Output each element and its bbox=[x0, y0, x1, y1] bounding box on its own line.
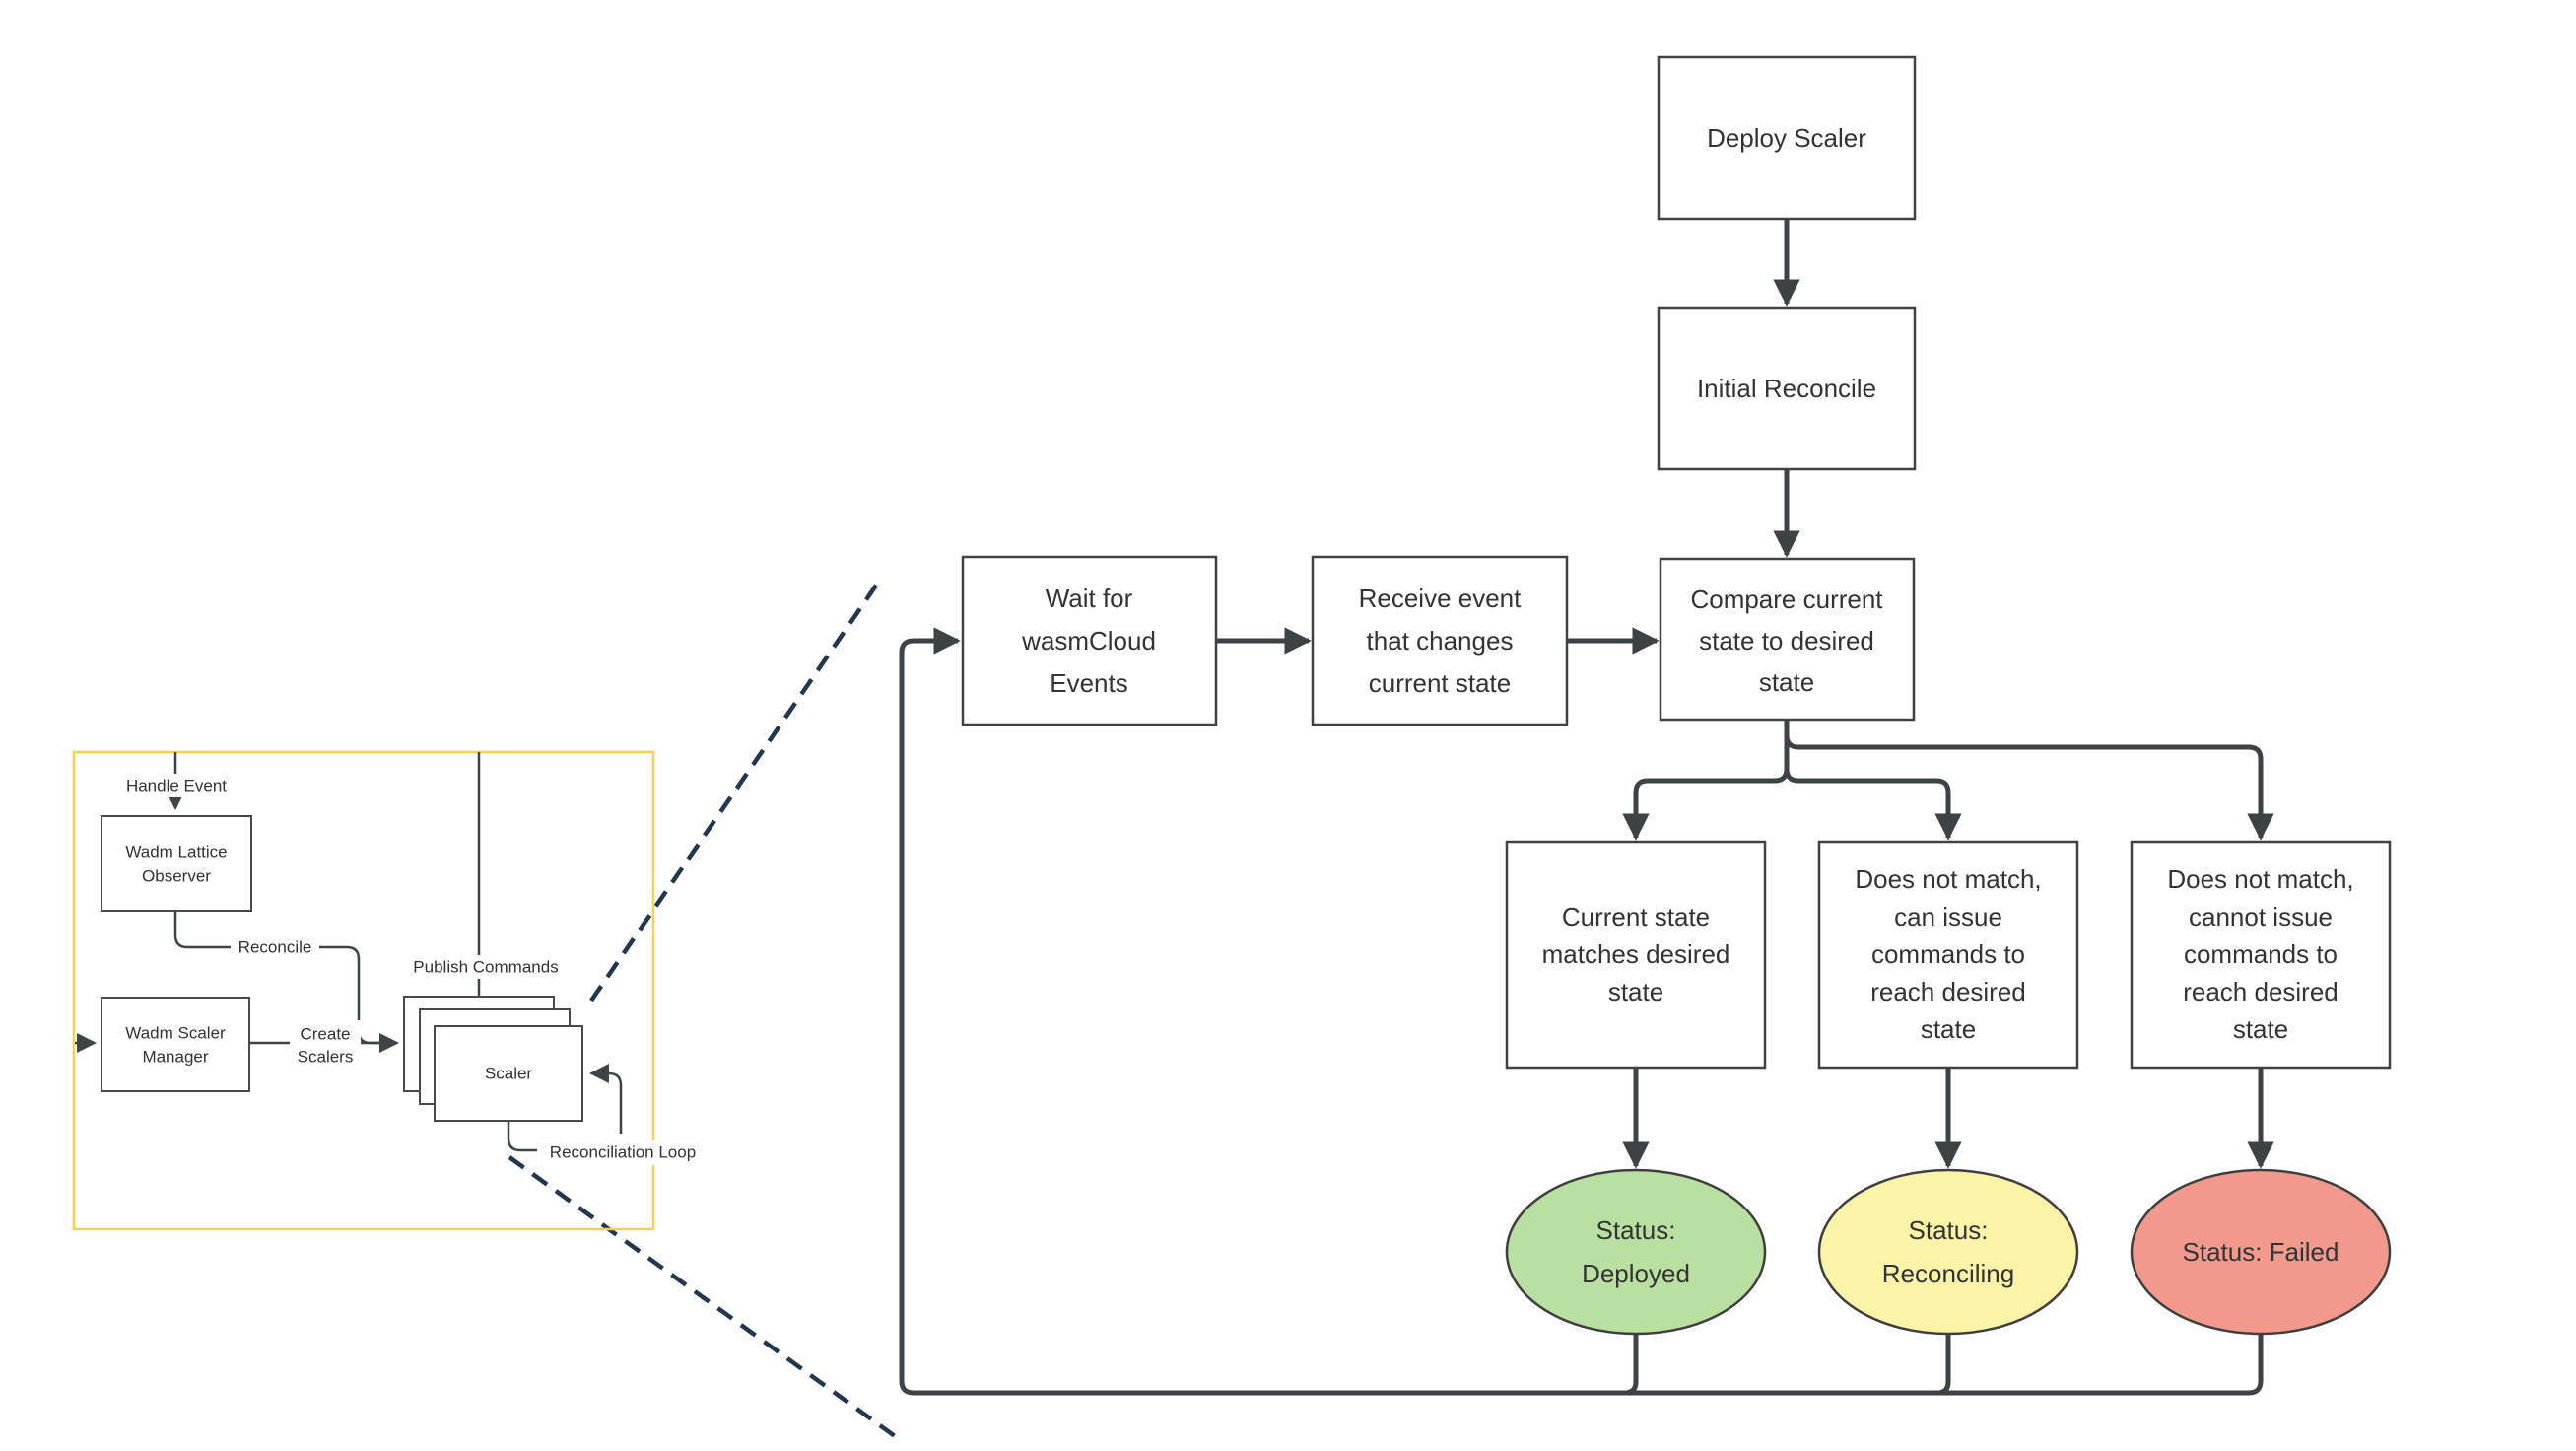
edge-reconciling-drop bbox=[1937, 1334, 1951, 1396]
callout-dashed-line-top bbox=[589, 578, 882, 1002]
compare-label-line1: Compare current bbox=[1690, 585, 1883, 614]
node-wadm-scaler-manager: Wadm Scaler Manager bbox=[101, 997, 250, 1092]
status-reconciling-line2: Reconciling bbox=[1882, 1259, 2014, 1288]
can-issue-label-line5: state bbox=[1921, 1014, 1976, 1044]
node-state-matches: Current state matches desired state bbox=[1505, 840, 1767, 1070]
matches-label-line2: matches desired bbox=[1542, 939, 1730, 969]
status-deployed-line1: Status: bbox=[1596, 1215, 1676, 1245]
edge-branch-right bbox=[1784, 734, 2274, 841]
node-compare-state: Compare current state to desired state bbox=[1659, 557, 1916, 722]
edge-branch-left bbox=[1622, 768, 1790, 841]
compare-label-line2: state to desired bbox=[1699, 626, 1874, 656]
wait-label-line2: wasmCloud bbox=[1021, 626, 1156, 656]
status-failed-label: Status: Failed bbox=[2183, 1237, 2339, 1267]
edge-loop-return bbox=[899, 627, 2264, 1396]
node-wadm-lattice-observer: Wadm Lattice Observer bbox=[101, 815, 252, 912]
node-receive-event: Receive event that changes current state bbox=[1311, 555, 1569, 726]
reconcile-label: Reconcile bbox=[238, 938, 312, 957]
receive-label-line2: that changes bbox=[1367, 626, 1514, 656]
scaler-label: Scaler bbox=[485, 1065, 533, 1083]
node-can-issue-commands: Does not match, can issue commands to re… bbox=[1817, 840, 2079, 1070]
mini-diagram-frame bbox=[72, 750, 655, 1231]
can-issue-label-line3: commands to bbox=[1871, 939, 2025, 969]
wait-label-line1: Wait for bbox=[1046, 584, 1133, 613]
reconciliation-loop-label: Reconciliation Loop bbox=[550, 1143, 696, 1162]
matches-label-line3: state bbox=[1608, 977, 1663, 1006]
node-initial-reconcile: Initial Reconcile bbox=[1657, 306, 1917, 471]
status-ellipse-deployed: Status: Deployed bbox=[1505, 1168, 1767, 1336]
edge-reconcile bbox=[173, 911, 382, 1045]
callout-dashed-line-bottom bbox=[508, 1155, 897, 1438]
can-issue-label-line4: reach desired bbox=[1870, 977, 2026, 1006]
edge-branch-middle bbox=[1784, 768, 1962, 841]
node-cannot-issue-commands: Does not match, cannot issue commands to… bbox=[2130, 840, 2392, 1070]
edge-deployed-drop bbox=[1625, 1334, 1639, 1396]
observer-label-line1: Wadm Lattice bbox=[125, 843, 227, 862]
reconcile-label-bg bbox=[231, 935, 319, 959]
create-scalers-label-line1: Create bbox=[300, 1025, 350, 1044]
compare-label-line3: state bbox=[1759, 667, 1814, 697]
status-reconciling-line1: Status: bbox=[1909, 1215, 1989, 1245]
receive-label-line1: Receive event bbox=[1359, 584, 1523, 613]
status-ellipse-failed: Status: Failed bbox=[2130, 1168, 2392, 1336]
cannot-issue-label-line1: Does not match, bbox=[2167, 864, 2353, 894]
cannot-issue-label-line2: cannot issue bbox=[2189, 902, 2333, 932]
node-deploy-scaler: Deploy Scaler bbox=[1657, 55, 1917, 221]
manager-label-line1: Wadm Scaler bbox=[125, 1024, 226, 1043]
cannot-issue-label-line3: commands to bbox=[2184, 939, 2338, 969]
edge-loop-into-scaler bbox=[589, 1064, 623, 1134]
manager-label-line2: Manager bbox=[142, 1048, 208, 1067]
edge-scaler-bottom bbox=[507, 1121, 537, 1152]
observer-label-line2: Observer bbox=[142, 867, 211, 886]
handle-event-label: Handle Event bbox=[126, 777, 227, 795]
receive-label-line3: current state bbox=[1369, 668, 1512, 698]
wait-label-line3: Events bbox=[1050, 668, 1128, 698]
scaler-stack-front bbox=[434, 1025, 583, 1122]
create-scalers-label-line2: Scalers bbox=[298, 1048, 354, 1067]
create-scalers-label-bg bbox=[290, 1020, 361, 1070]
node-scaler-stack: Scaler bbox=[403, 996, 583, 1122]
matches-label-line1: Current state bbox=[1562, 902, 1710, 932]
publish-commands-label-bg bbox=[404, 955, 568, 979]
status-deployed-line2: Deployed bbox=[1582, 1259, 1690, 1288]
can-issue-label-line1: Does not match, bbox=[1855, 864, 2041, 894]
handle-event-label-bg bbox=[120, 774, 233, 797]
cannot-issue-label-line5: state bbox=[2233, 1014, 2288, 1044]
initial-reconcile-label: Initial Reconcile bbox=[1697, 374, 1876, 403]
deploy-scaler-label: Deploy Scaler bbox=[1707, 123, 1866, 153]
can-issue-label-line2: can issue bbox=[1894, 902, 2002, 932]
node-wait-for-events: Wait for wasmCloud Events bbox=[961, 555, 1218, 726]
cannot-issue-label-line4: reach desired bbox=[2183, 977, 2339, 1006]
publish-commands-label: Publish Commands bbox=[413, 958, 558, 977]
reconciliation-loop-label-bg bbox=[538, 1140, 708, 1165]
status-ellipse-reconciling: Status: Reconciling bbox=[1817, 1168, 2079, 1336]
